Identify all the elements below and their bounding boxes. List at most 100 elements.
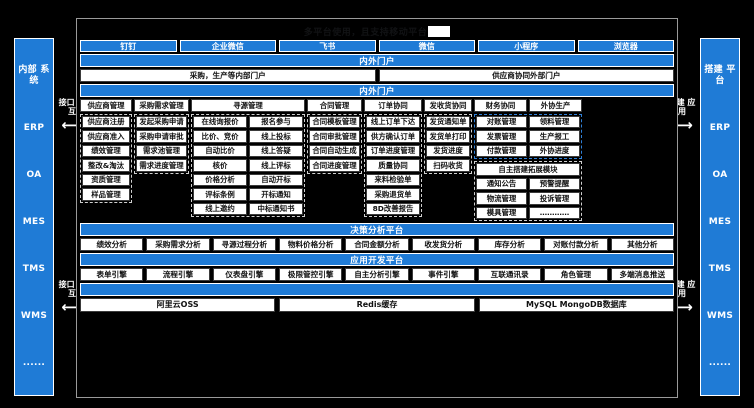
rail-item-build-platform: 搭建 平台 bbox=[704, 65, 736, 86]
app-item-2[interactable]: 仪表盘引擎 bbox=[212, 268, 276, 281]
matrix-item[interactable]: 核价 bbox=[193, 159, 247, 172]
matrix-column-finance-extension: 财务协同外协生产对账管理领料管理发票管理生产报工付款管理外协进度自主搭建拓展模块… bbox=[474, 99, 582, 221]
app-item-0[interactable]: 表单引擎 bbox=[80, 268, 144, 281]
decision-row: 绩效分析采购需求分析寻源过程分析物料价格分析合同金额分析收发货分析库存分析对账付… bbox=[80, 238, 674, 251]
matrix-item[interactable]: 线上答疑 bbox=[249, 144, 303, 157]
finance-item[interactable]: 发票管理 bbox=[476, 130, 527, 143]
matrix-item[interactable]: 价格分析 bbox=[193, 173, 247, 186]
extension-item[interactable]: ………… bbox=[529, 206, 580, 219]
decision-item-0[interactable]: 绩效分析 bbox=[80, 238, 144, 251]
rail-item-tms-right: TMS bbox=[708, 264, 732, 275]
app-item-7[interactable]: 角色管理 bbox=[544, 268, 608, 281]
matrix-item[interactable]: 自动比价 bbox=[193, 144, 247, 157]
channel-chip-4[interactable]: 小程序 bbox=[478, 40, 575, 52]
infra-item-2[interactable]: MySQL MongoDB数据库 bbox=[478, 298, 674, 312]
matrix-item[interactable]: 订单进度管理 bbox=[366, 144, 420, 157]
matrix-item[interactable]: 报名参与 bbox=[249, 115, 303, 128]
app-item-6[interactable]: 互联通讯录 bbox=[477, 268, 542, 281]
portal-banner-second: 内外门户 bbox=[80, 84, 674, 97]
matrix-item[interactable]: 合同自动生成 bbox=[309, 144, 360, 157]
matrix-item[interactable]: 整改&淘汰 bbox=[82, 159, 130, 172]
matrix-item[interactable]: 评标条例 bbox=[193, 188, 247, 201]
extension-item[interactable]: 模具管理 bbox=[476, 206, 527, 219]
channel-chip-3[interactable]: 微信 bbox=[378, 40, 475, 52]
matrix-item[interactable]: 采购申请审批 bbox=[136, 130, 187, 143]
matrix-item[interactable]: 采购退货单 bbox=[366, 188, 420, 201]
matrix-item[interactable]: 线上订单下达 bbox=[366, 115, 420, 128]
infra-item-1[interactable]: Redis缓存 bbox=[279, 298, 475, 312]
matrix-item[interactable]: 线上评标 bbox=[249, 159, 303, 172]
matrix-item[interactable]: 资质管理 bbox=[82, 173, 130, 186]
channel-chip-0[interactable]: 钉钉 bbox=[80, 40, 177, 52]
finance-header[interactable]: 财务协同 bbox=[474, 99, 527, 112]
matrix-item[interactable]: 质量协同 bbox=[366, 159, 420, 172]
matrix-column-header[interactable]: 寻源管理 bbox=[191, 99, 305, 112]
finance-item[interactable]: 付款管理 bbox=[476, 144, 527, 157]
matrix-column-header[interactable]: 供应商管理 bbox=[80, 99, 132, 112]
finance-item[interactable]: 对账管理 bbox=[476, 115, 527, 128]
finance-header[interactable]: 外协生产 bbox=[529, 99, 582, 112]
matrix-item[interactable]: 供应商准入 bbox=[82, 130, 130, 143]
app-item-1[interactable]: 流程引擎 bbox=[146, 268, 210, 281]
matrix-column-header[interactable]: 合同管理 bbox=[307, 99, 362, 112]
matrix-item[interactable]: 供方确认订单 bbox=[366, 130, 420, 143]
matrix-column-header[interactable]: 发收货协同 bbox=[424, 99, 472, 112]
finance-item[interactable]: 生产报工 bbox=[529, 130, 580, 143]
matrix-item[interactable]: 绩效管理 bbox=[82, 144, 130, 157]
matrix-subcolumn-0: 发货通知单发货单打印发货进度扫码收货 bbox=[426, 115, 470, 172]
matrix-item[interactable]: 样品管理 bbox=[82, 188, 130, 201]
matrix-item[interactable]: 线上邀约 bbox=[193, 202, 247, 215]
matrix-item[interactable]: 供应商注册 bbox=[82, 115, 130, 128]
matrix-item[interactable]: 中标通知书 bbox=[249, 202, 303, 215]
matrix-item[interactable]: 8D改善报告 bbox=[366, 202, 420, 215]
channel-chip-2[interactable]: 飞书 bbox=[279, 40, 376, 52]
app-item-5[interactable]: 事件引擎 bbox=[411, 268, 475, 281]
app-item-3[interactable]: 极限管控引擎 bbox=[278, 268, 343, 281]
matrix-item[interactable]: 合同审批管理 bbox=[309, 130, 360, 143]
extension-header[interactable]: 自主搭建拓展模块 bbox=[476, 163, 580, 176]
matrix-item[interactable]: 发货进度 bbox=[426, 144, 470, 157]
matrix-item[interactable]: 来料检验单 bbox=[366, 173, 420, 186]
channel-chip-5[interactable]: 浏览器 bbox=[577, 40, 674, 52]
decision-item-3[interactable]: 物料价格分析 bbox=[278, 238, 343, 251]
decision-item-7[interactable]: 对账付款分析 bbox=[544, 238, 608, 251]
matrix-item[interactable]: 发起采购申请 bbox=[136, 115, 187, 128]
decision-item-6[interactable]: 库存分析 bbox=[477, 238, 542, 251]
matrix-item[interactable]: 扫码收货 bbox=[426, 159, 470, 172]
extension-item[interactable]: 投诉管理 bbox=[529, 192, 580, 205]
matrix-item[interactable]: 合同进度管理 bbox=[309, 159, 360, 172]
app-item-8[interactable]: 多端消息推送 bbox=[610, 268, 674, 281]
matrix-item[interactable]: 需求进度管理 bbox=[136, 159, 187, 172]
finance-item[interactable]: 领料管理 bbox=[529, 115, 580, 128]
app-item-4[interactable]: 自主分析引擎 bbox=[345, 268, 409, 281]
decision-item-8[interactable]: 其他分析 bbox=[610, 238, 674, 251]
matrix-item[interactable]: 比价、竞价 bbox=[193, 130, 247, 143]
portal-cell-0[interactable]: 采购，生产等内部门户 bbox=[80, 69, 376, 82]
matrix-item[interactable]: 合同模板管理 bbox=[309, 115, 360, 128]
matrix-item[interactable]: 发货单打印 bbox=[426, 130, 470, 143]
matrix-item[interactable]: 需求池管理 bbox=[136, 144, 187, 157]
extension-item[interactable]: 通知公告 bbox=[476, 177, 527, 190]
matrix-item[interactable]: 开标通知 bbox=[249, 188, 303, 201]
infra-item-0[interactable]: 阿里云OSS bbox=[80, 298, 276, 312]
matrix-item[interactable]: 线上投标 bbox=[249, 130, 303, 143]
decision-item-2[interactable]: 寻源过程分析 bbox=[212, 238, 276, 251]
finance-item[interactable]: 外协进度 bbox=[529, 144, 580, 157]
extension-item[interactable]: 预警提醒 bbox=[529, 177, 580, 190]
matrix-item[interactable]: 自动开标 bbox=[249, 173, 303, 186]
matrix-column-header[interactable]: 订单协同 bbox=[364, 99, 422, 112]
left-system-rail: 内部 系统 ERP OA MES TMS WMS ...... bbox=[14, 38, 54, 396]
decision-item-5[interactable]: 收发货分析 bbox=[411, 238, 475, 251]
matrix-column-5: 发收货协同发货通知单发货单打印发货进度扫码收货 bbox=[424, 99, 472, 221]
matrix-item[interactable]: 发货通知单 bbox=[426, 115, 470, 128]
matrix-item[interactable]: 在线询报价 bbox=[193, 115, 247, 128]
matrix-column-header[interactable]: 采购需求管理 bbox=[134, 99, 189, 112]
extension-item[interactable]: 物流管理 bbox=[476, 192, 527, 205]
channel-chip-1[interactable]: 企业微信 bbox=[179, 40, 276, 52]
rail-item-tms: TMS bbox=[22, 264, 46, 275]
decision-item-1[interactable]: 采购需求分析 bbox=[146, 238, 210, 251]
decision-item-4[interactable]: 合同金额分析 bbox=[345, 238, 409, 251]
portal-cell-1[interactable]: 供应商协同外部门户 bbox=[378, 69, 674, 82]
rail-item-wms: WMS bbox=[20, 311, 48, 322]
